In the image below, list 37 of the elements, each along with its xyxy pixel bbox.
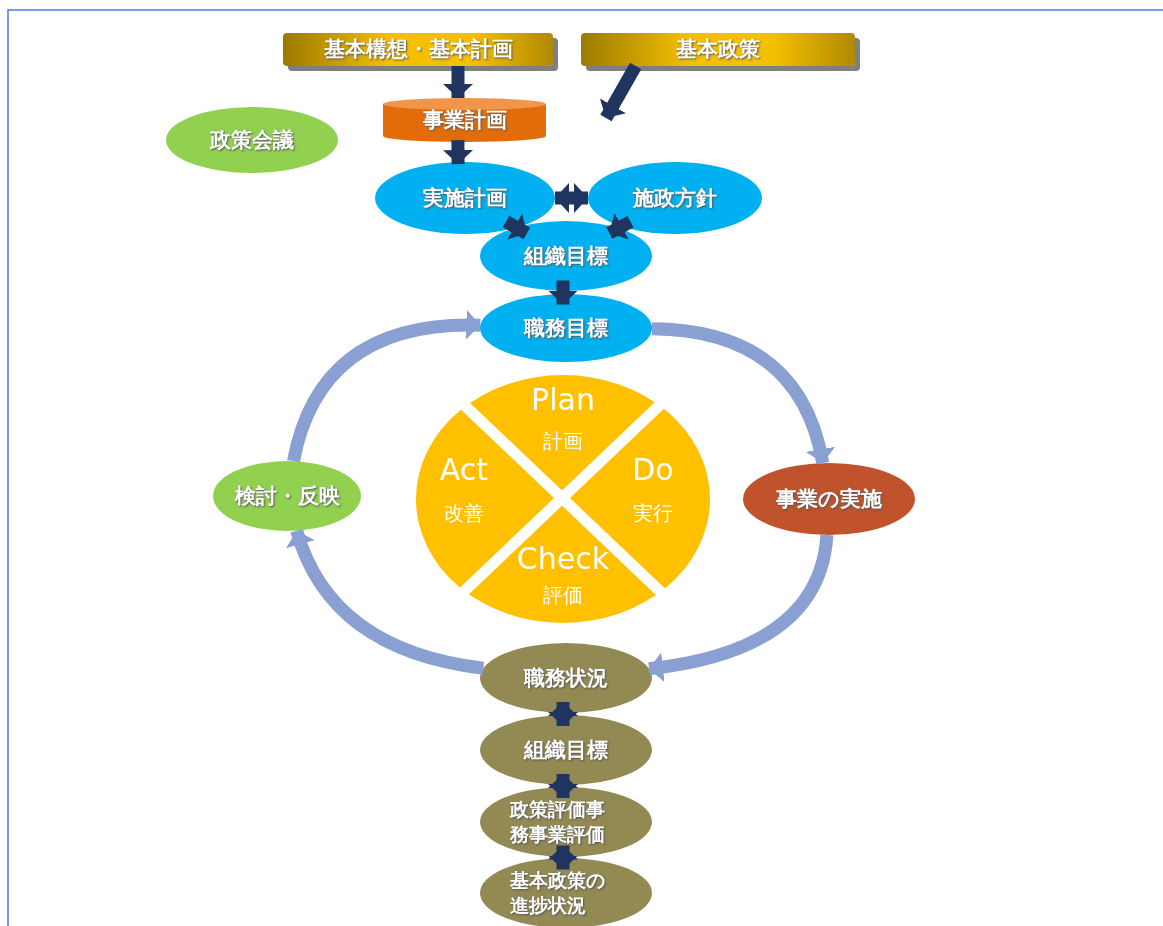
phase-label: 計画 (542, 428, 584, 455)
arrow (606, 213, 634, 240)
arrow (548, 774, 578, 798)
arrow (443, 140, 473, 165)
cycle-circle (416, 375, 710, 623)
arrow (555, 183, 588, 213)
node-label: 職務状況 (524, 664, 608, 692)
phase-name: Plan (530, 381, 596, 417)
arrow (548, 280, 578, 305)
node-label: 組織目標 (524, 242, 608, 270)
node-label: 組織目標 (524, 736, 608, 764)
arrow (548, 845, 578, 870)
phase-label: 改善 (443, 500, 485, 527)
phase-name: Check (515, 540, 611, 576)
arrow (502, 213, 531, 240)
arrow (651, 322, 835, 465)
arrow (286, 528, 485, 675)
phase-label: 評価 (542, 582, 584, 609)
arrow (548, 702, 578, 726)
node-label: 事業計画 (422, 106, 507, 134)
node-label: 政策会議 (210, 126, 294, 154)
arrow (443, 66, 473, 98)
phase-name: Act (438, 451, 490, 487)
node-label: 検討・反映 (234, 482, 340, 510)
arrow (648, 534, 834, 682)
node-label: 施政方針 (633, 184, 717, 212)
node-label: 基本政策の進捗状況 (510, 868, 606, 918)
node-label: 事業の実施 (776, 485, 882, 513)
cylinder (383, 98, 546, 142)
node-label: 基本政策 (676, 36, 760, 63)
arrow (287, 310, 481, 463)
node-label: 基本構想・基本計画 (323, 36, 513, 63)
node-label: 政策評価事務事業評価 (510, 797, 606, 847)
node-label: 実施計画 (423, 184, 507, 212)
phase-name: Do (631, 451, 675, 487)
node-label: 職務目標 (524, 314, 608, 342)
phase-label: 実行 (632, 500, 674, 527)
